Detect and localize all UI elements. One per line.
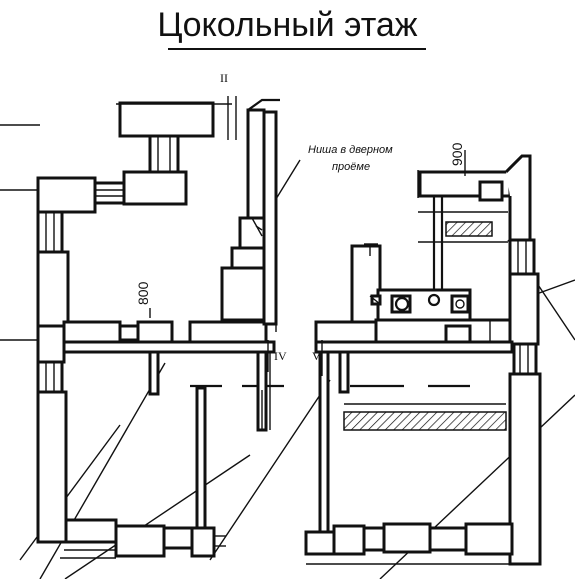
dimension-900: 900 [449, 142, 465, 166]
right-wing-walls [304, 154, 542, 566]
left-wing-walls [36, 98, 284, 559]
note-line-2: проёме [332, 161, 370, 173]
note-line-1: Ниша в дверном [308, 144, 393, 156]
axis-label-ii: II [220, 71, 228, 85]
title-underline [168, 48, 426, 50]
axis-label-iv: IV [274, 349, 287, 363]
axis-label-v: V [312, 349, 321, 363]
page-title: Цокольный этаж [157, 6, 418, 44]
dimension-lines [116, 96, 466, 376]
dimension-800: 800 [135, 281, 151, 305]
